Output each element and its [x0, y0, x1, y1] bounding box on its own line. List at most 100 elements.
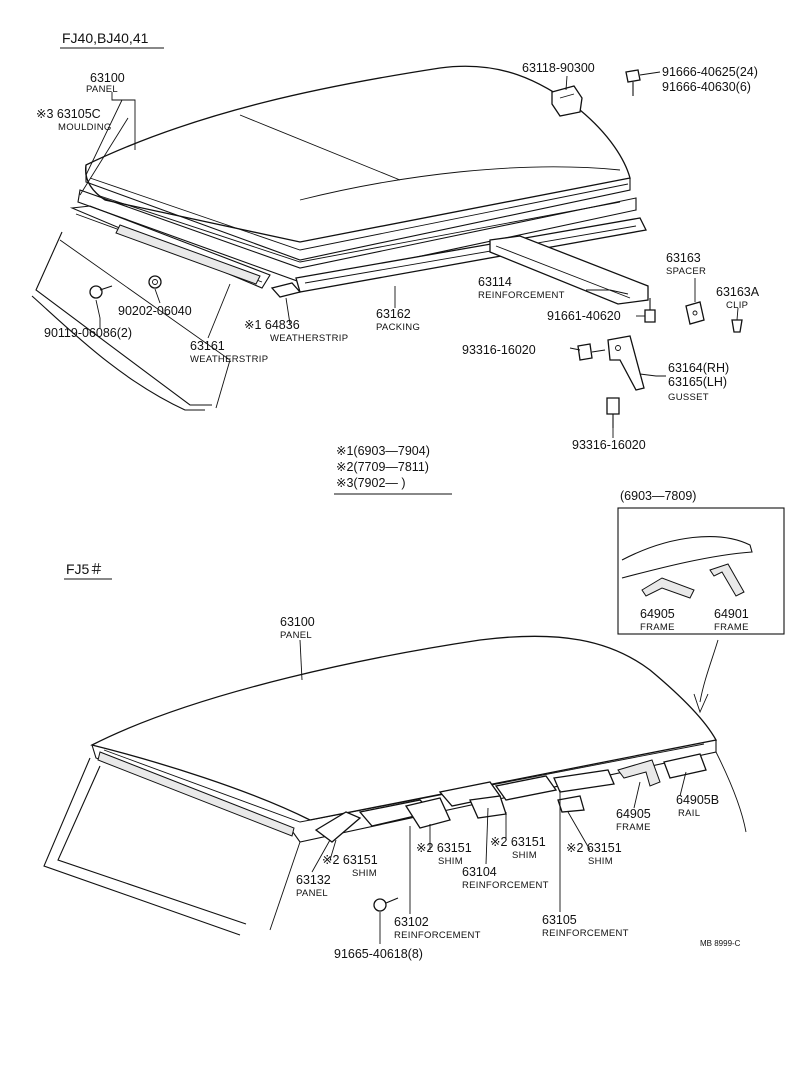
label-63162-number: 63162 [376, 307, 411, 321]
bolt-91665 [373, 897, 399, 912]
label-63114-name: REINFORCEMENT [478, 290, 565, 301]
label-lower-63100-number: 63100 [280, 615, 315, 629]
shim-4 [557, 795, 585, 813]
label-63105c-name: MOULDING [58, 122, 112, 133]
label-63100-name: PANEL [86, 84, 118, 95]
label-91661: 91661-40620 [547, 309, 621, 323]
label-shim3-name: SHIM [512, 850, 537, 861]
upper-section: FJ40,BJ40,41 [31, 30, 760, 495]
notes-block: ※1(6903—7904) ※2(7709—7811) ※3(7902— ) [334, 444, 452, 495]
bolt-91666 [625, 69, 661, 96]
footer-code: MB 8999-C [700, 939, 741, 948]
inset-label-64901-name: FRAME [714, 622, 749, 633]
inset-arrow [693, 639, 719, 714]
label-63104-name: REINFORCEMENT [462, 880, 549, 891]
label-shim4-number: ※2 63151 [566, 841, 622, 855]
upper-labels: 63100 PANEL ※3 63105C MOULDING 63118-903… [36, 61, 760, 452]
roof-panel-63100 [84, 65, 631, 261]
label-91665: 91665-40618(8) [334, 947, 423, 961]
gusset-63164 [607, 335, 645, 391]
label-bolt-b: 91666-40630(6) [662, 80, 751, 94]
weatherstrip-64836 [270, 282, 302, 298]
label-63105-name: REINFORCEMENT [542, 928, 629, 939]
label-63164: 63164(RH) [668, 361, 729, 375]
frame-64905 [617, 759, 661, 787]
label-63118: 63118-90300 [522, 61, 595, 75]
label-63132-number: 63132 [296, 873, 331, 887]
note-3: ※3(7902— ) [336, 476, 406, 490]
label-bolt-a: 91666-40625(24) [662, 65, 758, 79]
moulding-63105c [77, 189, 637, 283]
label-63163-number: 63163 [666, 251, 701, 265]
note-1: ※1(6903—7904) [336, 444, 430, 458]
lower-labels: 63100 PANEL 64905 FRAME 64905B RAIL ※2 6… [280, 615, 719, 961]
label-63161-number: 63161 [190, 339, 225, 353]
label-63163-name: SPACER [666, 266, 706, 277]
label-63114-number: 63114 [478, 275, 512, 289]
reinforcements-lower [314, 753, 707, 843]
label-lower-64905b-number: 64905B [676, 793, 719, 807]
label-63165: 63165(LH) [668, 375, 727, 389]
reinforcement-63105 [553, 769, 615, 793]
nut-90202 [148, 275, 162, 289]
label-63104-number: 63104 [462, 865, 497, 879]
label-63163a-name: CLIP [726, 300, 748, 311]
lower-heading: FJ5＃ [66, 561, 103, 577]
label-lower-63100-name: PANEL [280, 630, 312, 641]
label-93316-a: 93316-16020 [462, 343, 536, 357]
label-64836-name: WEATHERSTRIP [270, 333, 348, 344]
label-lower-64905b-name: RAIL [678, 808, 700, 819]
label-63105c-number: ※3 63105C [36, 107, 101, 121]
leader-lines-upper [79, 75, 739, 438]
label-93316-b: 93316-16020 [572, 438, 646, 452]
body-outline-upper [31, 231, 231, 411]
label-90119: 90119-06086(2) [44, 326, 132, 340]
label-63102-number: 63102 [394, 915, 429, 929]
label-63102-name: REINFORCEMENT [394, 930, 481, 941]
label-lower-64905-number: 64905 [616, 807, 651, 821]
roof-panel-63100-lower [90, 635, 717, 843]
label-shim1-name: SHIM [352, 868, 377, 879]
weatherstrip-63161 [69, 205, 271, 289]
inset-label-64905-name: FRAME [640, 622, 675, 633]
leader-lines-lower [299, 639, 687, 944]
label-90202: 90202-06040 [118, 304, 192, 318]
label-64836-number: ※1 64836 [244, 318, 300, 332]
label-63162-name: PACKING [376, 322, 420, 333]
clip-63163a [731, 319, 743, 333]
label-shim1-number: ※2 63151 [322, 853, 378, 867]
bolt-93316-a [577, 343, 606, 361]
label-63163a-number: 63163A [716, 285, 760, 299]
panel-63132 [314, 811, 362, 843]
bolt-90119 [89, 285, 113, 299]
upper-heading: FJ40,BJ40,41 [62, 30, 149, 46]
label-63100-number: 63100 [90, 71, 125, 85]
label-shim2-number: ※2 63151 [416, 841, 472, 855]
inset-heading: (6903—7809) [620, 489, 696, 503]
inset-label-64905-number: 64905 [640, 607, 675, 621]
label-shim4-name: SHIM [588, 856, 613, 867]
clip-63118 [551, 85, 583, 117]
inset-frame [617, 507, 785, 635]
label-shim2-name: SHIM [438, 856, 463, 867]
inset-frame-64901 [709, 563, 745, 597]
body-outline-lower [43, 751, 747, 936]
label-gusset-name: GUSSET [668, 392, 709, 403]
reinforcement-63114 [489, 235, 649, 305]
bolt-91661 [644, 298, 656, 323]
label-lower-64905-name: FRAME [616, 822, 651, 833]
lower-section: FJ5＃ [43, 561, 747, 961]
label-63161-name: WEATHERSTRIP [190, 354, 268, 365]
note-2: ※2(7709—7811) [336, 460, 429, 474]
shim-3 [494, 775, 558, 801]
inset-frame-64905 [641, 577, 695, 599]
bolt-93316-b [606, 397, 620, 428]
spacer-63163 [685, 301, 705, 325]
label-shim3-number: ※2 63151 [490, 835, 546, 849]
label-63132-name: PANEL [296, 888, 328, 899]
shim-1 [404, 797, 451, 829]
label-63105-number: 63105 [542, 913, 577, 927]
inset-label-64901-number: 64901 [714, 607, 749, 621]
